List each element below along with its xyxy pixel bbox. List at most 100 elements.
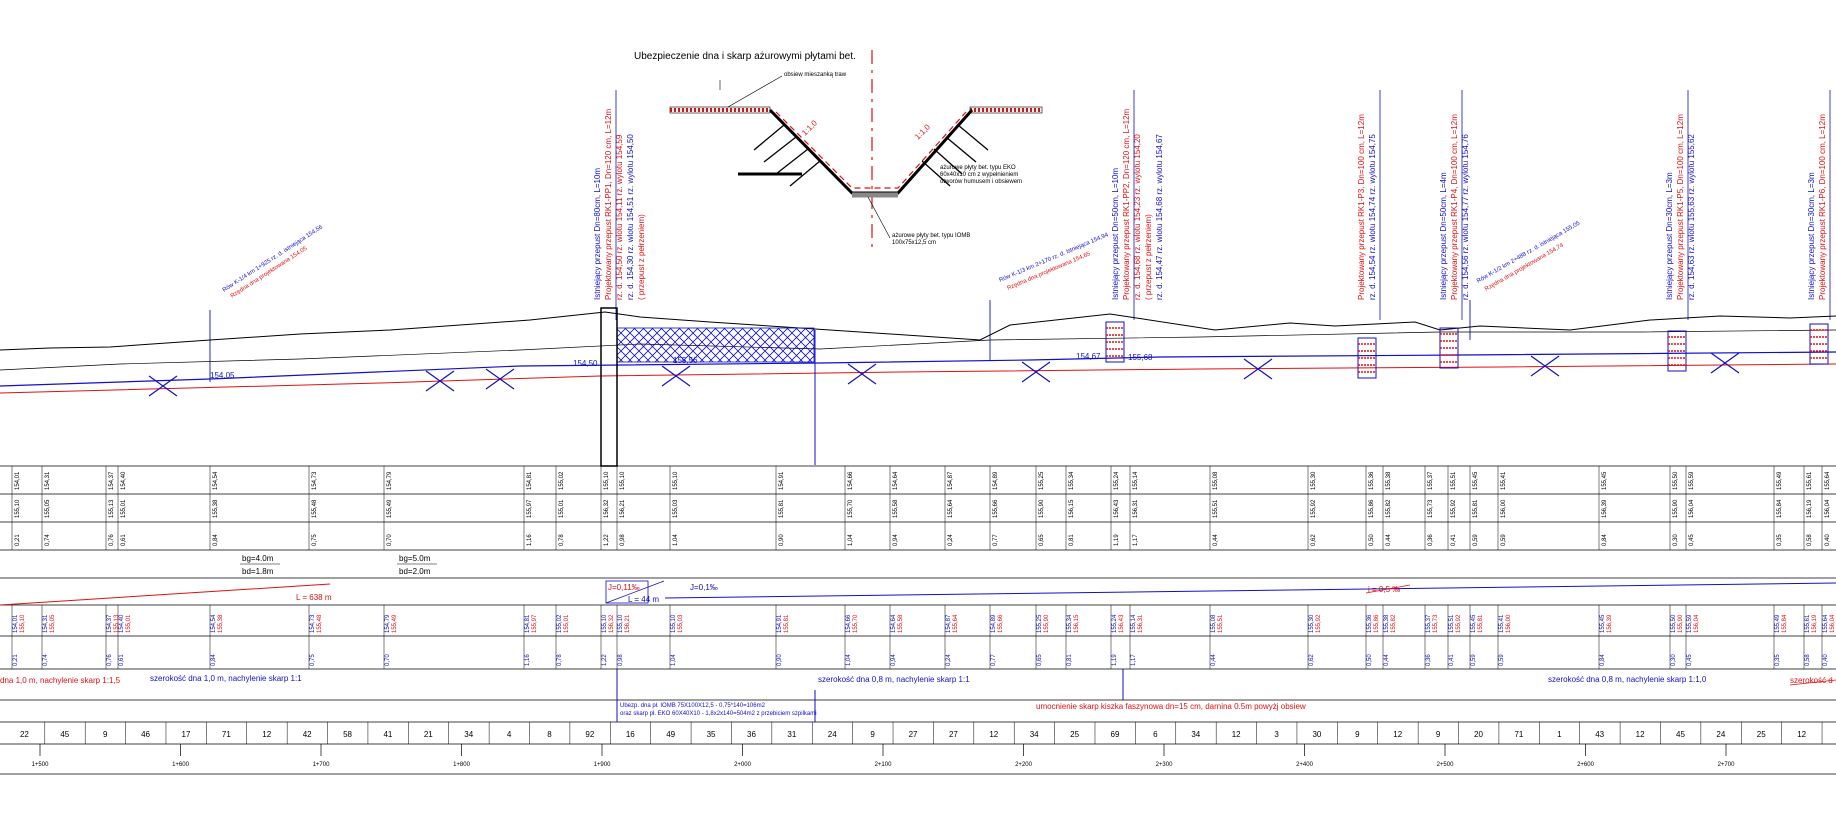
cross-mark <box>1530 355 1560 377</box>
distance-value: 42 <box>303 730 312 739</box>
distance-value: 12 <box>1797 730 1806 739</box>
bw-3: bg=5.0m <box>399 554 431 563</box>
table-cell: 155,64 <box>1825 471 1831 490</box>
reinforced-section <box>616 327 815 363</box>
grass-mix-label: obsiew mieszanką traw <box>784 72 847 78</box>
table-cell: 155,41 <box>1501 471 1507 490</box>
profile-area: 154,05 154,50 155,56 154,67 155,68 <box>0 307 1836 467</box>
table-cell: 154,66 <box>848 471 854 490</box>
ditch-desc-5: szerokość d <box>1790 676 1833 685</box>
table-cell: 155,51 <box>1213 499 1219 518</box>
table-cell: 155,81 <box>1473 499 1479 518</box>
table-cell-depth: 0,65 <box>1037 654 1043 666</box>
iomb-plate-label-1: ażurowe płyty bet. typu IOMB <box>892 233 970 239</box>
culvert-label-line: rz. d. 154,47 rz. wlotu 154,68 rz. wylot… <box>1155 134 1164 300</box>
table-cell: 0,62 <box>1311 534 1317 546</box>
table-cell-depth: 1,04 <box>671 654 677 666</box>
ditch-desc-4: szerokość dna 0,8 m, nachylenie skarp 1:… <box>1548 675 1707 684</box>
table-cell-depth: 0,77 <box>991 654 997 666</box>
table-cell-level-design: 155,92 <box>1316 614 1322 633</box>
table-cell: 1,04 <box>673 534 679 546</box>
cross-mark <box>1243 358 1273 380</box>
cross-mark <box>847 363 877 385</box>
table-cell-level: 155,08 <box>1211 614 1217 633</box>
table-cell-level-design: 155,82 <box>1391 614 1397 633</box>
chainage-label: 2+400 <box>1296 762 1314 768</box>
table-cell: 155,13 <box>109 499 115 518</box>
table-cell-level-design: 155,01 <box>564 614 570 633</box>
culvert-label-line: Projektowany przepust RK1-PP2, Dn=120 cm… <box>1122 108 1131 300</box>
table-cell: 155,97 <box>527 499 533 518</box>
table-cell-level-design: 156,00 <box>1506 614 1512 633</box>
table-cell: 1,04 <box>848 534 854 546</box>
table-cell: 154,87 <box>948 471 954 490</box>
table-cell: 1,22 <box>604 534 610 546</box>
table-cell-depth: 0,44 <box>1211 654 1217 666</box>
table-cell: 155,70 <box>848 499 854 518</box>
culvert-label-line: ( przepust z pełrzeniem) <box>1144 214 1153 300</box>
culvert-label-line: Istniejący przepust Dn=50cm, L=4m <box>1439 172 1448 300</box>
iomb-plate-label-2: 100x75x12,5 cm <box>892 240 936 246</box>
distance-value: 16 <box>626 730 635 739</box>
table-cell: 155,92 <box>1311 499 1317 518</box>
chainage-label: 2+100 <box>875 762 893 768</box>
table-cell-level-design: 156,15 <box>1074 614 1080 633</box>
cross-mark <box>425 370 455 392</box>
gradient-mid-slope: J=0,11‰ <box>608 583 640 592</box>
distance-value: 45 <box>1676 730 1685 739</box>
table-cell-depth: 0,21 <box>13 654 19 666</box>
culvert-boxes <box>1105 321 1829 379</box>
table-cell: 0,59 <box>1473 534 1479 546</box>
table-cell-level-design: 155,48 <box>317 614 323 633</box>
distance-value: 71 <box>1514 730 1523 739</box>
distance-value: 22 <box>20 730 29 739</box>
bw-1: bg=4.0m <box>242 554 274 563</box>
table-cell: 155,30 <box>1311 471 1317 490</box>
table-cell: 155,03 <box>673 499 679 518</box>
table-cell-level-design: 156,31 <box>1138 614 1144 633</box>
ditch-desc-1: dna 1,0 m, nachylenie skarp 1:1,5 <box>0 676 121 685</box>
table-cell: 0,84 <box>1602 534 1608 546</box>
table-cell-level-design: 155,90 <box>1678 614 1684 633</box>
table-cell-level-design: 155,73 <box>1433 614 1439 633</box>
bw-4: bd=2.0m <box>399 567 431 576</box>
table-cell: 155,66 <box>993 499 999 518</box>
terrain-line <box>0 311 1836 351</box>
level-label-5: 155,68 <box>1128 353 1153 362</box>
chainage-label: 2+600 <box>1577 762 1595 768</box>
profile-table <box>0 465 1836 775</box>
table-cell-level: 154,64 <box>891 614 897 633</box>
distance-value: 4 <box>507 730 512 739</box>
table-cell: 0,75 <box>312 534 318 546</box>
level-label-4: 154,67 <box>1076 352 1101 361</box>
table-cell-level: 154,54 <box>211 614 217 633</box>
table-cell: 1,17 <box>1133 534 1139 546</box>
table-cell-level-design: 156,43 <box>1119 614 1125 633</box>
distance-value: 9 <box>1436 730 1441 739</box>
cross-mark <box>1710 352 1740 374</box>
chainage-label: 2+200 <box>1015 762 1033 768</box>
table-cell: 0,98 <box>620 534 626 546</box>
distance-value: 12 <box>1393 730 1402 739</box>
table-cell-level: 155,14 <box>1131 614 1137 633</box>
table-cell-level-design: 155,64 <box>953 614 959 633</box>
detail-title: Ubezpieczenie dna i skarp ażurowymi płyt… <box>634 51 856 62</box>
table-cell: 0,65 <box>1039 534 1045 546</box>
table-cell-level: 155,37 <box>1426 614 1432 633</box>
table-cell-depth: 0,84 <box>1600 654 1606 666</box>
chainage-label: 1+500 <box>32 762 50 768</box>
table-cell-level-design: 155,81 <box>1478 614 1484 633</box>
table-cell: 156,31 <box>1133 499 1139 518</box>
distance-value: 34 <box>1030 730 1039 739</box>
table-cell-level-design: 155,01 <box>126 614 132 633</box>
table-cell-level-design: 156,19 <box>1812 614 1818 633</box>
table-cell-level-design: 155,97 <box>532 614 538 633</box>
table-cell-depth: 0,59 <box>1499 654 1505 666</box>
table-cell: 0,41 <box>1451 534 1457 546</box>
table-cell: 155,92 <box>1451 499 1457 518</box>
table-cell: 156,21 <box>620 499 626 518</box>
table-cell-level: 155,10 <box>671 614 677 633</box>
table-cell-level-design: 155,66 <box>998 614 1004 633</box>
